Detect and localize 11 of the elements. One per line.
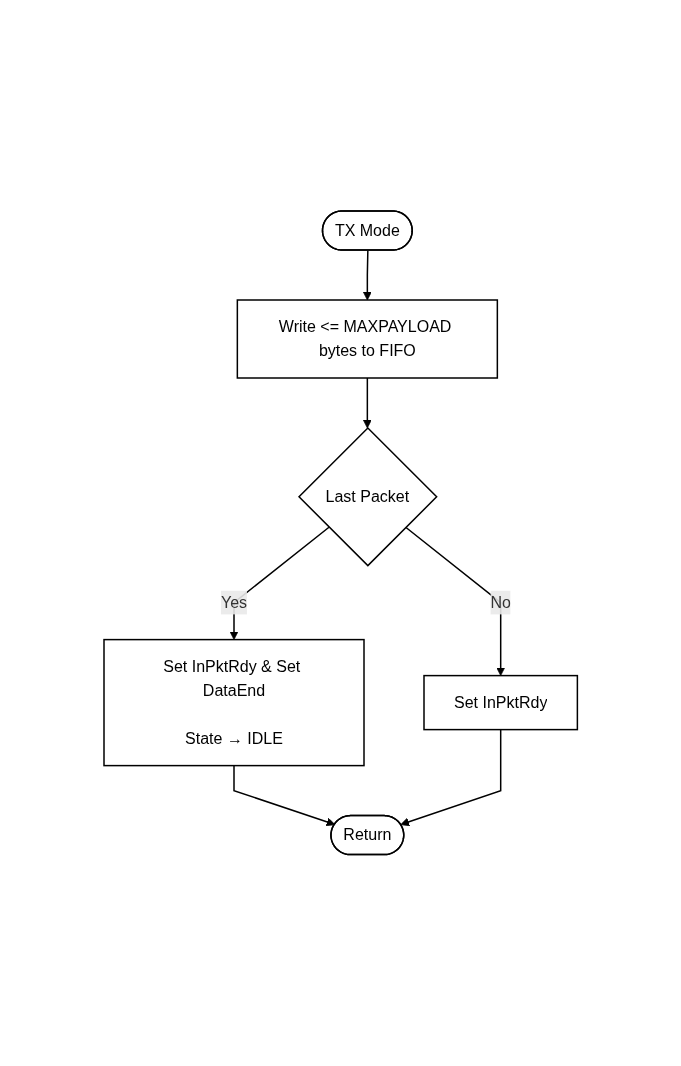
node-box: Set InPktRdy & Set DataEnd State → IDLE (103, 639, 365, 767)
node-diamond: Last Packet (297, 427, 438, 567)
arrow (362, 377, 372, 429)
node-box: Write <= MAXPAYLOAD bytes to FIFO (236, 299, 498, 379)
arrow (400, 729, 502, 827)
edge-label: Yes (220, 593, 247, 611)
arrow (362, 249, 372, 301)
arrow (404, 526, 505, 677)
edge-label: No (490, 593, 511, 611)
arrow (233, 765, 336, 827)
node-box: Set InPktRdy (423, 675, 578, 731)
